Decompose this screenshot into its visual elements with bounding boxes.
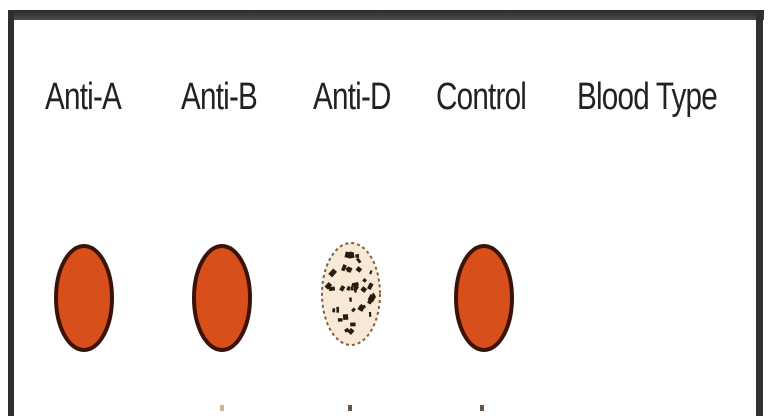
speck: [369, 270, 373, 275]
speck: [344, 251, 352, 259]
speck: [355, 254, 360, 258]
speck: [347, 327, 355, 335]
speck: [367, 282, 374, 291]
card-top-border: [8, 10, 764, 20]
speck: [368, 311, 372, 317]
bottom-mark-3: [480, 405, 484, 411]
label-control: Control: [436, 76, 527, 118]
label-anti-b: Anti-B: [181, 76, 258, 118]
speck: [357, 305, 365, 312]
speck: [352, 285, 360, 292]
well-anti-d: [321, 242, 381, 346]
label-anti-d: Anti-D: [313, 76, 391, 118]
speck: [339, 285, 346, 292]
card-right-border: [756, 10, 763, 416]
speck: [336, 306, 340, 313]
speck: [355, 257, 362, 264]
speck: [328, 286, 336, 292]
label-anti-a: Anti-A: [45, 76, 122, 118]
bottom-mark-2: [348, 405, 352, 411]
speck: [359, 303, 365, 310]
speck: [332, 308, 336, 313]
speck: [351, 307, 356, 313]
speck: [349, 297, 352, 302]
speck: [352, 281, 359, 287]
speck: [350, 322, 356, 327]
speck: [362, 278, 367, 283]
well-anti-a: [54, 244, 114, 352]
column-headers: Anti-A Anti-B Anti-D Control Blood Type: [0, 78, 771, 138]
speck: [346, 266, 353, 273]
speck: [341, 264, 347, 272]
card-left-border: [8, 10, 14, 416]
speck: [371, 292, 377, 299]
speck: [344, 327, 350, 333]
label-blood-type: Blood Type: [577, 76, 718, 118]
speck: [337, 318, 343, 322]
speck: [324, 281, 333, 290]
speck: [360, 286, 368, 293]
speck: [355, 266, 363, 273]
well-anti-b: [192, 244, 252, 352]
well-anti-d-specks: [324, 251, 377, 335]
well-control: [454, 244, 514, 352]
speck: [328, 268, 338, 278]
bottom-mark-1: [220, 405, 224, 411]
speck: [346, 285, 351, 291]
speck: [342, 314, 349, 321]
